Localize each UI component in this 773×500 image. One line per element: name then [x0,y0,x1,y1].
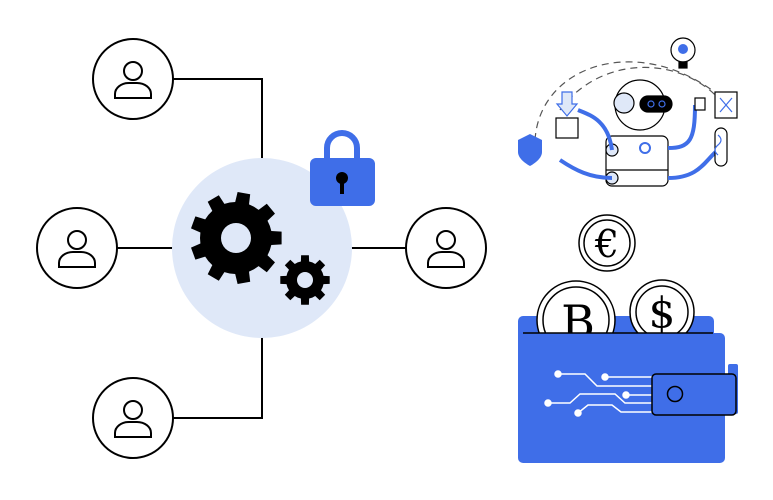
dollar-symbol: $ [649,289,676,338]
dollar-coin-icon: $ [629,279,695,345]
user-node [405,207,487,289]
user-node [92,38,174,120]
box-icon [555,91,579,139]
user-node [92,377,174,459]
user-icon [436,230,456,250]
wallet-icon: € B $ [518,214,738,463]
robot-icon [605,79,673,187]
user-icon [123,61,143,81]
euro-coin-icon: € [578,214,636,272]
dna-test-tube-icon [714,127,728,167]
euro-symbol: € [594,222,619,266]
lightbulb-icon [670,37,696,69]
connector-lines [117,78,406,419]
ai-robot-scene [518,37,738,187]
wallet-clasp [651,373,737,416]
user-icon [123,400,143,420]
user-node [36,207,118,289]
lock-icon [310,130,375,206]
shield-icon [518,134,542,166]
user-icon [67,230,87,250]
